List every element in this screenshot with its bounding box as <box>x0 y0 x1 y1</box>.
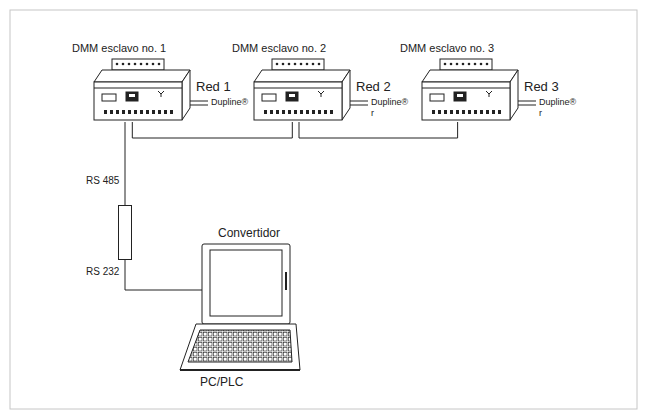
dmm-illustration <box>232 58 362 122</box>
stray-letter: r <box>371 108 374 118</box>
bus-cable <box>299 122 458 138</box>
dmm-module: DMM esclavo no. 3 <box>400 42 534 122</box>
bus-label: Dupline® <box>371 97 408 107</box>
node-caption: PC/PLC <box>200 376 243 390</box>
converter-box: Convertidor <box>118 205 132 260</box>
frame <box>10 10 637 409</box>
computer: PC/PLC <box>178 242 303 392</box>
stray-letter: r <box>539 108 542 118</box>
pc-illustration <box>178 242 303 374</box>
bus-label: Dupline® <box>539 97 576 107</box>
network-label: Red 3 <box>524 80 559 95</box>
interface-label: RS 485 <box>86 175 119 187</box>
node-caption: DMM esclavo no. 2 <box>232 42 366 55</box>
node-caption: DMM esclavo no. 1 <box>72 42 206 55</box>
dmm-illustration <box>400 58 530 122</box>
dmm-illustration <box>72 58 202 122</box>
bus-label: Dupline® <box>211 97 248 107</box>
node-caption: DMM esclavo no. 3 <box>400 42 534 55</box>
bus-cable <box>125 260 178 290</box>
bus-cable <box>132 122 292 138</box>
dmm-module: DMM esclavo no. 2 <box>232 42 366 122</box>
bus-cable <box>125 122 126 205</box>
network-label: Red 1 <box>196 80 231 95</box>
conv-illustration <box>118 205 132 260</box>
node-caption: Convertidor <box>218 227 280 241</box>
interface-label: RS 232 <box>86 266 119 278</box>
network-label: Red 2 <box>356 80 391 95</box>
dmm-module: DMM esclavo no. 1 <box>72 42 206 122</box>
